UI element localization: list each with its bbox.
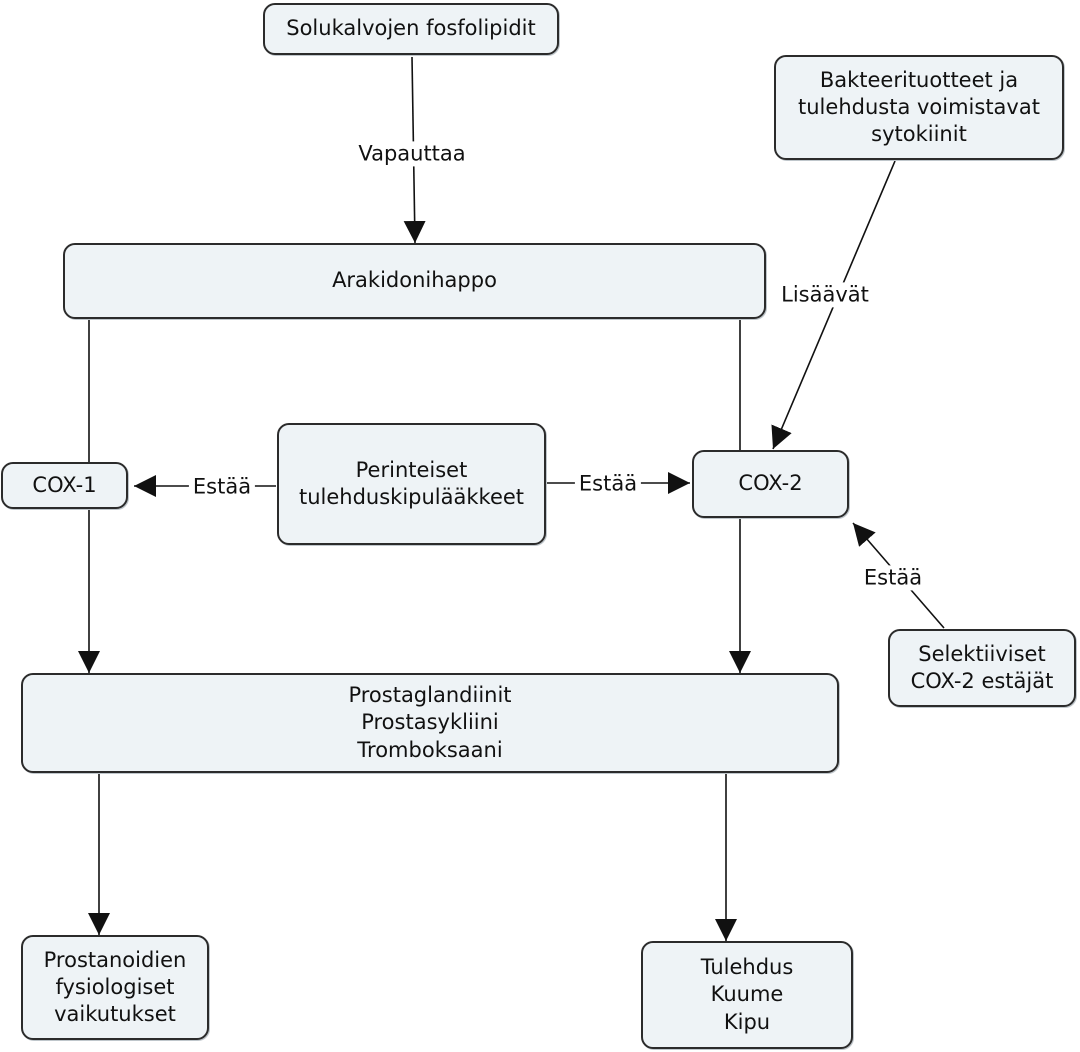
node-text-line: Prostanoidien [43,947,187,972]
node-text-line: Selektiiviset [918,641,1046,666]
label-increase: Lisäävät [777,282,873,308]
node-text-line: sytokiinit [871,122,967,147]
node-phospholipids: Solukalvojen fosfolipidit [263,3,559,55]
node-text-line: tulehduskipulääkkeet [298,485,525,509]
node-text-line: Bakteerituotteet ja [819,67,1019,92]
node-text-line: tulehdusta voimistavat [798,94,1040,119]
node-text-line: Tulehdus [700,955,794,980]
node-text-line: COX-2 [738,471,803,496]
node-text-line: Kuume [710,982,784,1007]
node-text-line: Tromboksaani [357,737,503,762]
label-inhibits-cox1: Estää [188,474,256,500]
node-text-line: Solukalvojen fosfolipidit [286,16,536,41]
label-inhibits-cox2: Estää [574,471,642,497]
label-inhibits-selective: Estää [859,565,927,591]
node-text-line: vaikutukset [54,1002,176,1027]
node-text-line: Perinteiset [355,457,468,482]
node-text-line: Arakidonihappo [332,268,497,293]
node-text-line: Prostasykliini [361,710,499,735]
node-text-line: Prostaglandiinit [348,683,512,708]
label-releases: Vapauttaa [354,141,470,167]
node-text-line: COX-2 estäjät [910,669,1054,693]
node-cox2: COX-2 [692,450,849,518]
node-text-line: COX-1 [32,472,97,497]
node-arachidonic-acid: Arakidonihappo [63,243,766,319]
node-text-line: Kipu [723,1009,771,1034]
node-cox1: COX-1 [1,462,128,509]
node-text-line: fysiologiset [55,974,175,999]
node-nsaid: Perinteiset tulehduskipulääkkeet [277,423,546,545]
